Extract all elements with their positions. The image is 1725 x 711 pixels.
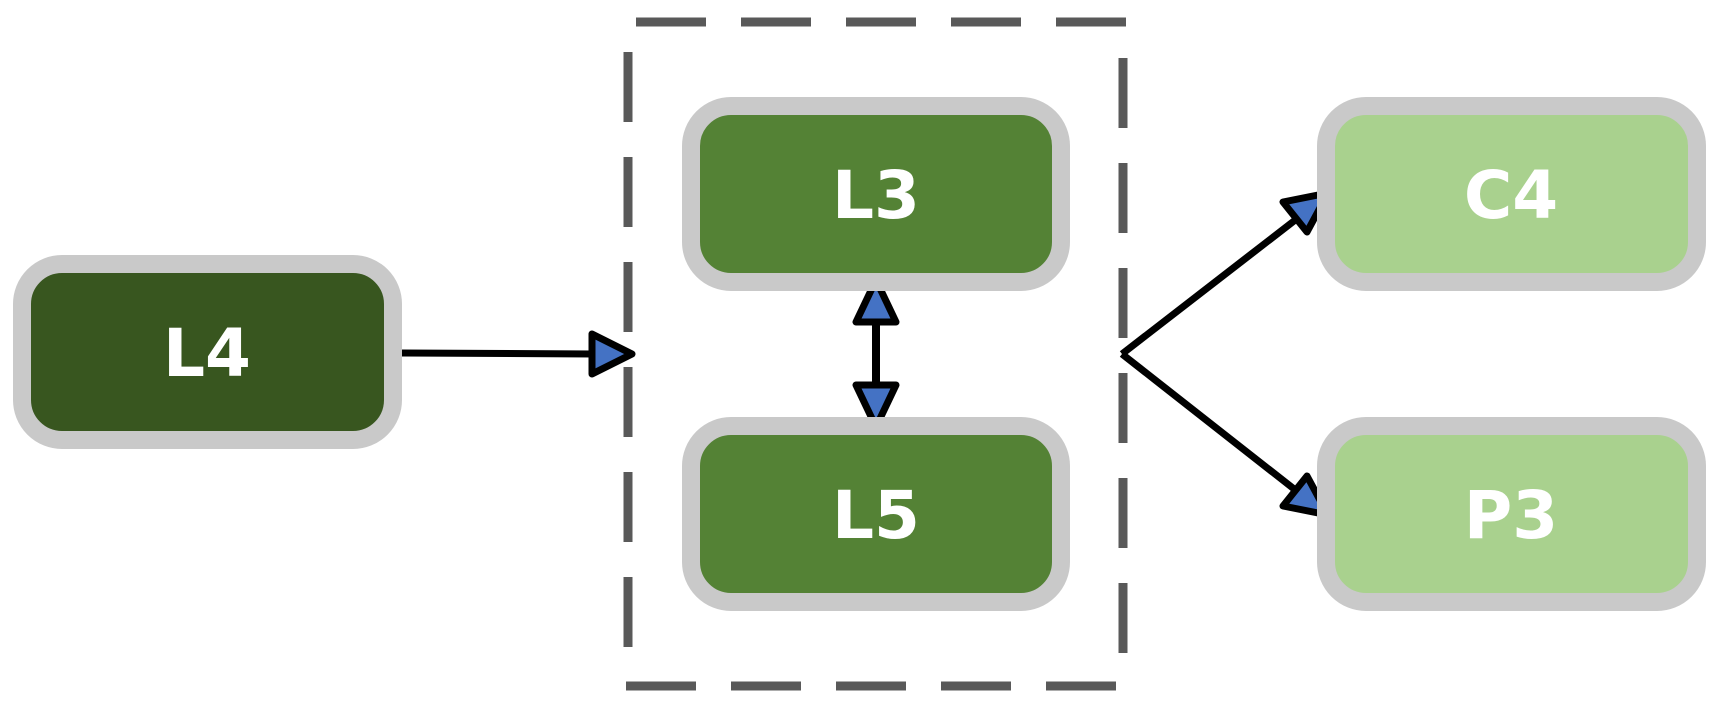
node-label: L3 xyxy=(832,157,920,234)
node-l4[interactable]: L4 xyxy=(13,255,402,449)
edge-group-to-c4 xyxy=(1119,189,1332,357)
group-box-l3-l5 xyxy=(623,17,1128,691)
node-l3[interactable]: L3 xyxy=(682,97,1070,291)
arrowhead-icon xyxy=(588,330,636,378)
node-label: L5 xyxy=(832,477,920,554)
edge-group-to-p3 xyxy=(1119,351,1332,519)
node-c4[interactable]: C4 xyxy=(1317,97,1706,291)
arrowhead-icon xyxy=(852,276,900,326)
edge-l4-to-group xyxy=(401,330,636,378)
node-label: C4 xyxy=(1464,157,1558,234)
arrowhead-icon xyxy=(852,381,900,431)
node-p3[interactable]: P3 xyxy=(1317,417,1706,611)
edge-l3-l5-bidirectional xyxy=(852,276,900,431)
node-label: P3 xyxy=(1464,477,1558,554)
node-label: L4 xyxy=(163,315,251,392)
node-l5[interactable]: L5 xyxy=(682,417,1070,611)
